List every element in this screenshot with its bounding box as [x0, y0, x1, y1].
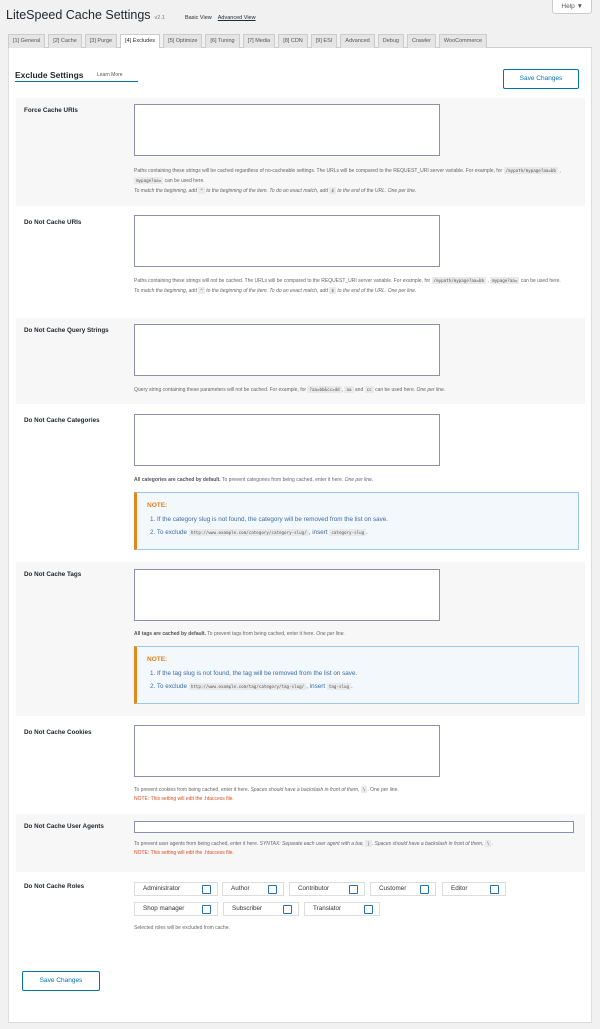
learn-more-link[interactable]: Learn More	[97, 72, 123, 78]
role-shop-manager[interactable]: Shop manager	[134, 902, 218, 916]
roles-label: Do Not Cache Roles	[24, 883, 85, 890]
tab-esi[interactable]: [9] ESI	[310, 34, 338, 48]
categories-note: NOTE: 1. If the category slug is not fou…	[134, 492, 579, 550]
tab-advanced[interactable]: Advanced	[340, 34, 375, 48]
row-force-cache-uris: Force Cache URIs Paths containing these …	[16, 98, 585, 206]
tab-purge[interactable]: [3] Purge	[84, 34, 118, 48]
cookies-label: Do Not Cache Cookies	[24, 729, 92, 736]
tags-note-title: NOTE:	[147, 656, 168, 663]
role-editor-checkbox[interactable]	[490, 885, 499, 894]
tab-crawler[interactable]: Crawler	[406, 34, 436, 48]
role-administrator[interactable]: Administrator	[134, 882, 218, 896]
advanced-view-link[interactable]: Advanced View	[217, 15, 256, 21]
query-strings-textarea[interactable]	[134, 324, 440, 376]
cookies-desc: To prevent cookies from being cached, en…	[134, 786, 399, 802]
cookies-textarea[interactable]	[134, 725, 440, 777]
user-agents-desc: To prevent user agents from being cached…	[134, 840, 493, 856]
row-do-not-cache-uris: Do Not Cache URIs Paths containing these…	[16, 210, 585, 314]
tags-desc: All tags are cached by default. To preve…	[134, 631, 345, 637]
role-contributor[interactable]: Contributor	[289, 882, 365, 896]
tab-media[interactable]: [7] Media	[242, 34, 276, 48]
role-author[interactable]: Author	[222, 882, 284, 896]
do-not-cache-uris-textarea[interactable]	[134, 215, 440, 267]
tab-woocommerce[interactable]: WooCommerce	[438, 34, 488, 48]
role-translator[interactable]: Translator	[304, 902, 380, 916]
roles-desc: Selected roles will be excluded from cac…	[134, 925, 230, 931]
settings-panel: Exclude Settings Learn More Save Changes…	[8, 48, 592, 1023]
role-shop-manager-checkbox[interactable]	[202, 905, 211, 914]
basic-view-link[interactable]: Basic View	[184, 15, 212, 21]
row-do-not-cache-cookies: Do Not Cache Cookies To prevent cookies …	[16, 720, 585, 812]
tab-debug[interactable]: Debug	[377, 34, 404, 48]
help-button[interactable]: Help ▼	[552, 0, 592, 14]
section-title: Exclude Settings	[15, 70, 84, 80]
categories-desc: All categories are cached by default. To…	[134, 477, 374, 483]
row-do-not-cache-tags: Do Not Cache Tags All tags are cached by…	[16, 562, 585, 716]
role-contributor-checkbox[interactable]	[349, 885, 358, 894]
categories-note-2: 2. To exclude http://www.example.com/cat…	[150, 529, 368, 536]
tab-excludes[interactable]: [4] Excludes	[120, 34, 161, 49]
tags-note-1: 1. If the tag slug is not found, the tag…	[150, 670, 358, 677]
do-not-cache-uris-desc: Paths containing these strings will not …	[134, 277, 561, 294]
categories-note-title: NOTE:	[147, 502, 168, 509]
tab-general[interactable]: [1] General	[8, 34, 46, 48]
categories-label: Do Not Cache Categories	[24, 417, 100, 424]
tags-textarea[interactable]	[134, 569, 440, 621]
tab-optimize[interactable]: [5] Optimize	[163, 34, 203, 48]
save-changes-button-bottom[interactable]: Save Changes	[22, 971, 100, 991]
tab-tuning[interactable]: [6] Tuning	[205, 34, 240, 48]
force-cache-uris-desc: Paths containing these strings will be c…	[134, 167, 561, 194]
query-strings-desc: Query string containing these parameters…	[134, 386, 446, 393]
save-changes-button-top[interactable]: Save Changes	[503, 69, 579, 89]
force-cache-uris-textarea[interactable]	[134, 104, 440, 156]
tags-note: NOTE: 1. If the tag slug is not found, t…	[134, 646, 579, 704]
page-title: LiteSpeed Cache Settings	[6, 8, 151, 22]
role-customer-checkbox[interactable]	[420, 885, 429, 894]
role-subscriber[interactable]: Subscriber	[223, 902, 299, 916]
user-agents-label: Do Not Cache User Agents	[24, 823, 104, 830]
tags-label: Do Not Cache Tags	[24, 571, 82, 578]
categories-textarea[interactable]	[134, 414, 440, 466]
version-label: v2.1	[154, 15, 165, 21]
cookies-htaccess-warning: NOTE: This setting will edit the .htacce…	[134, 796, 234, 802]
do-not-cache-uris-label: Do Not Cache URIs	[24, 219, 82, 226]
row-do-not-cache-query-strings: Do Not Cache Query Strings Query string …	[16, 318, 585, 404]
tab-cache[interactable]: [2] Cache	[48, 34, 82, 48]
tags-note-2: 2. To exclude http://www.example.com/tag…	[150, 683, 353, 690]
role-editor[interactable]: Editor	[442, 882, 506, 896]
tab-cdn[interactable]: [8] CDN	[278, 34, 308, 48]
title-divider	[15, 81, 138, 82]
row-do-not-cache-roles: Do Not Cache Roles Administrator Author …	[16, 874, 585, 944]
categories-note-1: 1. If the category slug is not found, th…	[150, 516, 389, 523]
settings-tabs: [1] General [2] Cache [3] Purge [4] Excl…	[8, 34, 592, 49]
query-strings-label: Do Not Cache Query Strings	[24, 327, 109, 334]
user-agents-htaccess-warning: NOTE: This setting will edit the .htacce…	[134, 850, 234, 856]
role-translator-checkbox[interactable]	[364, 905, 373, 914]
role-customer[interactable]: Customer	[370, 882, 436, 896]
page-header: LiteSpeed Cache Settings v2.1 Basic View…	[6, 8, 256, 22]
row-do-not-cache-categories: Do Not Cache Categories All categories a…	[16, 408, 585, 558]
role-subscriber-checkbox[interactable]	[283, 905, 292, 914]
role-author-checkbox[interactable]	[268, 885, 277, 894]
force-cache-uris-label: Force Cache URIs	[24, 107, 78, 114]
role-administrator-checkbox[interactable]	[202, 885, 211, 894]
user-agents-input[interactable]	[134, 821, 574, 833]
row-do-not-cache-user-agents: Do Not Cache User Agents To prevent user…	[16, 814, 585, 872]
